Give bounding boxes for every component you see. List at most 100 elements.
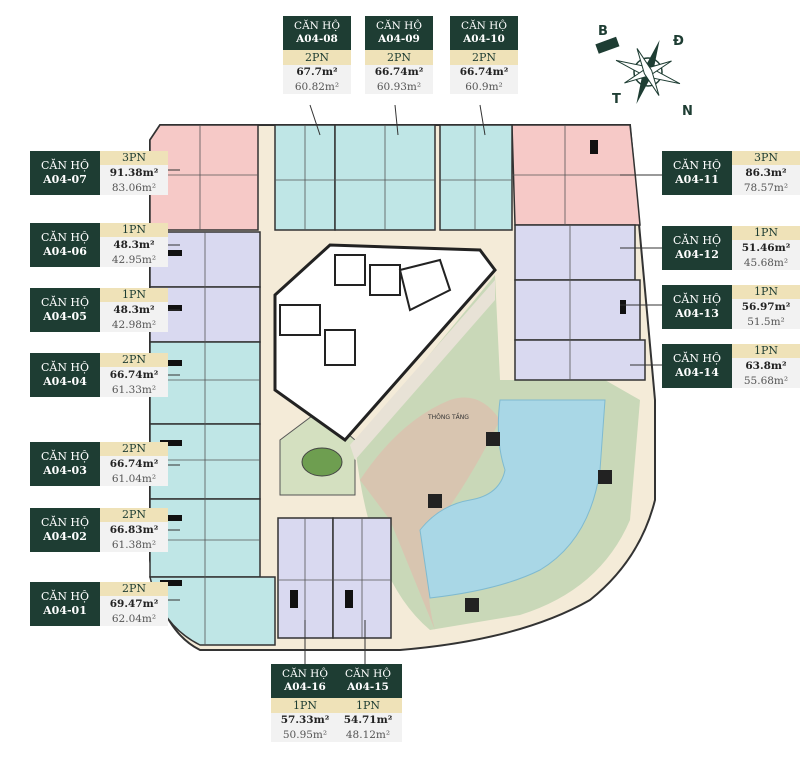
unit-area-net: 45.68m² xyxy=(732,256,800,270)
unit-type: 1PN xyxy=(100,223,168,237)
unit-code: A04-04 xyxy=(43,375,87,388)
unit-area-net: 55.68m² xyxy=(732,374,800,388)
unit-area: 57.33m² xyxy=(271,713,339,728)
unit-type: 2PN xyxy=(450,50,518,65)
unit-area-net: 83.06m² xyxy=(100,181,168,195)
unit-prefix: CĂN HỘ xyxy=(672,159,722,172)
unit-area: 54.71m² xyxy=(334,713,402,728)
compass-rose-icon xyxy=(595,36,681,104)
unit-prefix: CĂN HỘ xyxy=(294,20,340,32)
unit-type: 1PN xyxy=(732,344,800,358)
unit-code: A04-15 xyxy=(347,681,389,693)
unit-area: 66.74m² xyxy=(100,456,168,472)
unit-prefix: CĂN HỘ xyxy=(40,296,90,309)
unit-area-net: 42.95m² xyxy=(100,253,168,267)
unit-prefix: CĂN HỘ xyxy=(345,668,391,680)
unit-area: 66.74m² xyxy=(365,65,433,80)
unit-code: A04-12 xyxy=(675,248,719,261)
unit-area-net: 61.04m² xyxy=(100,472,168,486)
unit-a0401-plan xyxy=(149,576,276,646)
unit-area-net: 50.95m² xyxy=(271,728,339,742)
unit-type: 2PN xyxy=(100,582,168,596)
void-label: THÔNG TẦNG xyxy=(428,414,469,421)
unit-prefix: CĂN HỘ xyxy=(672,293,722,306)
unit-type: 2PN xyxy=(100,442,168,456)
unit-type: 3PN xyxy=(732,151,800,165)
unit-area: 51.46m² xyxy=(732,240,800,256)
unit-prefix: CĂN HỘ xyxy=(40,516,90,529)
unit-prefix: CĂN HỘ xyxy=(672,234,722,247)
unit-area: 63.8m² xyxy=(732,358,800,374)
unit-prefix: CĂN HỘ xyxy=(282,668,328,680)
unit-prefix: CĂN HỘ xyxy=(376,20,422,32)
unit-type: 1PN xyxy=(271,698,339,713)
unit-prefix: CĂN HỘ xyxy=(40,590,90,603)
unit-area: 66.74m² xyxy=(100,367,168,383)
unit-area-net: 60.82m² xyxy=(283,80,351,94)
unit-type: 1PN xyxy=(732,226,800,240)
unit-area: 91.38m² xyxy=(100,165,168,181)
unit-area-net: 78.57m² xyxy=(732,181,800,195)
unit-code: A04-09 xyxy=(378,33,420,45)
unit-type: 1PN xyxy=(732,285,800,299)
unit-type: 2PN xyxy=(283,50,351,65)
unit-prefix: CĂN HỘ xyxy=(461,20,507,32)
interior-walls xyxy=(150,125,640,645)
unit-prefix: CĂN HỘ xyxy=(40,231,90,244)
unit-a0410-plan xyxy=(439,124,513,231)
unit-code: A04-14 xyxy=(675,366,719,379)
promenade xyxy=(360,397,500,630)
unit-area: 48.3m² xyxy=(100,237,168,253)
compass-south-label: N xyxy=(682,104,693,119)
unit-type: 1PN xyxy=(334,698,402,713)
unit-code: A04-16 xyxy=(284,681,326,693)
unit-code: A04-10 xyxy=(463,33,505,45)
unit-area: 69.47m² xyxy=(100,596,168,612)
unit-prefix: CĂN HỘ xyxy=(40,361,90,374)
unit-area: 86.3m² xyxy=(732,165,800,181)
pool-pavilion xyxy=(486,432,500,446)
unit-area-net: 51.5m² xyxy=(732,315,800,329)
unit-type: 2PN xyxy=(365,50,433,65)
unit-a0416-plan xyxy=(277,517,334,639)
unit-code: A04-11 xyxy=(675,173,719,186)
unit-a0414-plan xyxy=(514,339,646,381)
unit-area: 66.74m² xyxy=(450,65,518,80)
compass-north-label: B xyxy=(598,24,608,39)
compass-west-label: T xyxy=(612,92,621,107)
unit-type: 3PN xyxy=(100,151,168,165)
unit-area-net: 62.04m² xyxy=(100,612,168,626)
unit-type: 1PN xyxy=(100,288,168,302)
pool-pavilion xyxy=(598,470,612,484)
core-rooms xyxy=(279,254,452,366)
unit-area: 56.97m² xyxy=(732,299,800,315)
unit-area: 66.83m² xyxy=(100,522,168,538)
unit-code: A04-06 xyxy=(43,245,87,258)
unit-code: A04-02 xyxy=(43,530,87,543)
unit-area-net: 60.9m² xyxy=(450,80,518,94)
unit-code: A04-05 xyxy=(43,310,87,323)
pool-pavilion xyxy=(465,598,479,612)
unit-area: 48.3m² xyxy=(100,302,168,318)
unit-area-net: 61.33m² xyxy=(100,383,168,397)
swimming-pool xyxy=(419,399,606,599)
unit-area-net: 48.12m² xyxy=(334,728,402,742)
unit-area-net: 61.38m² xyxy=(100,538,168,552)
